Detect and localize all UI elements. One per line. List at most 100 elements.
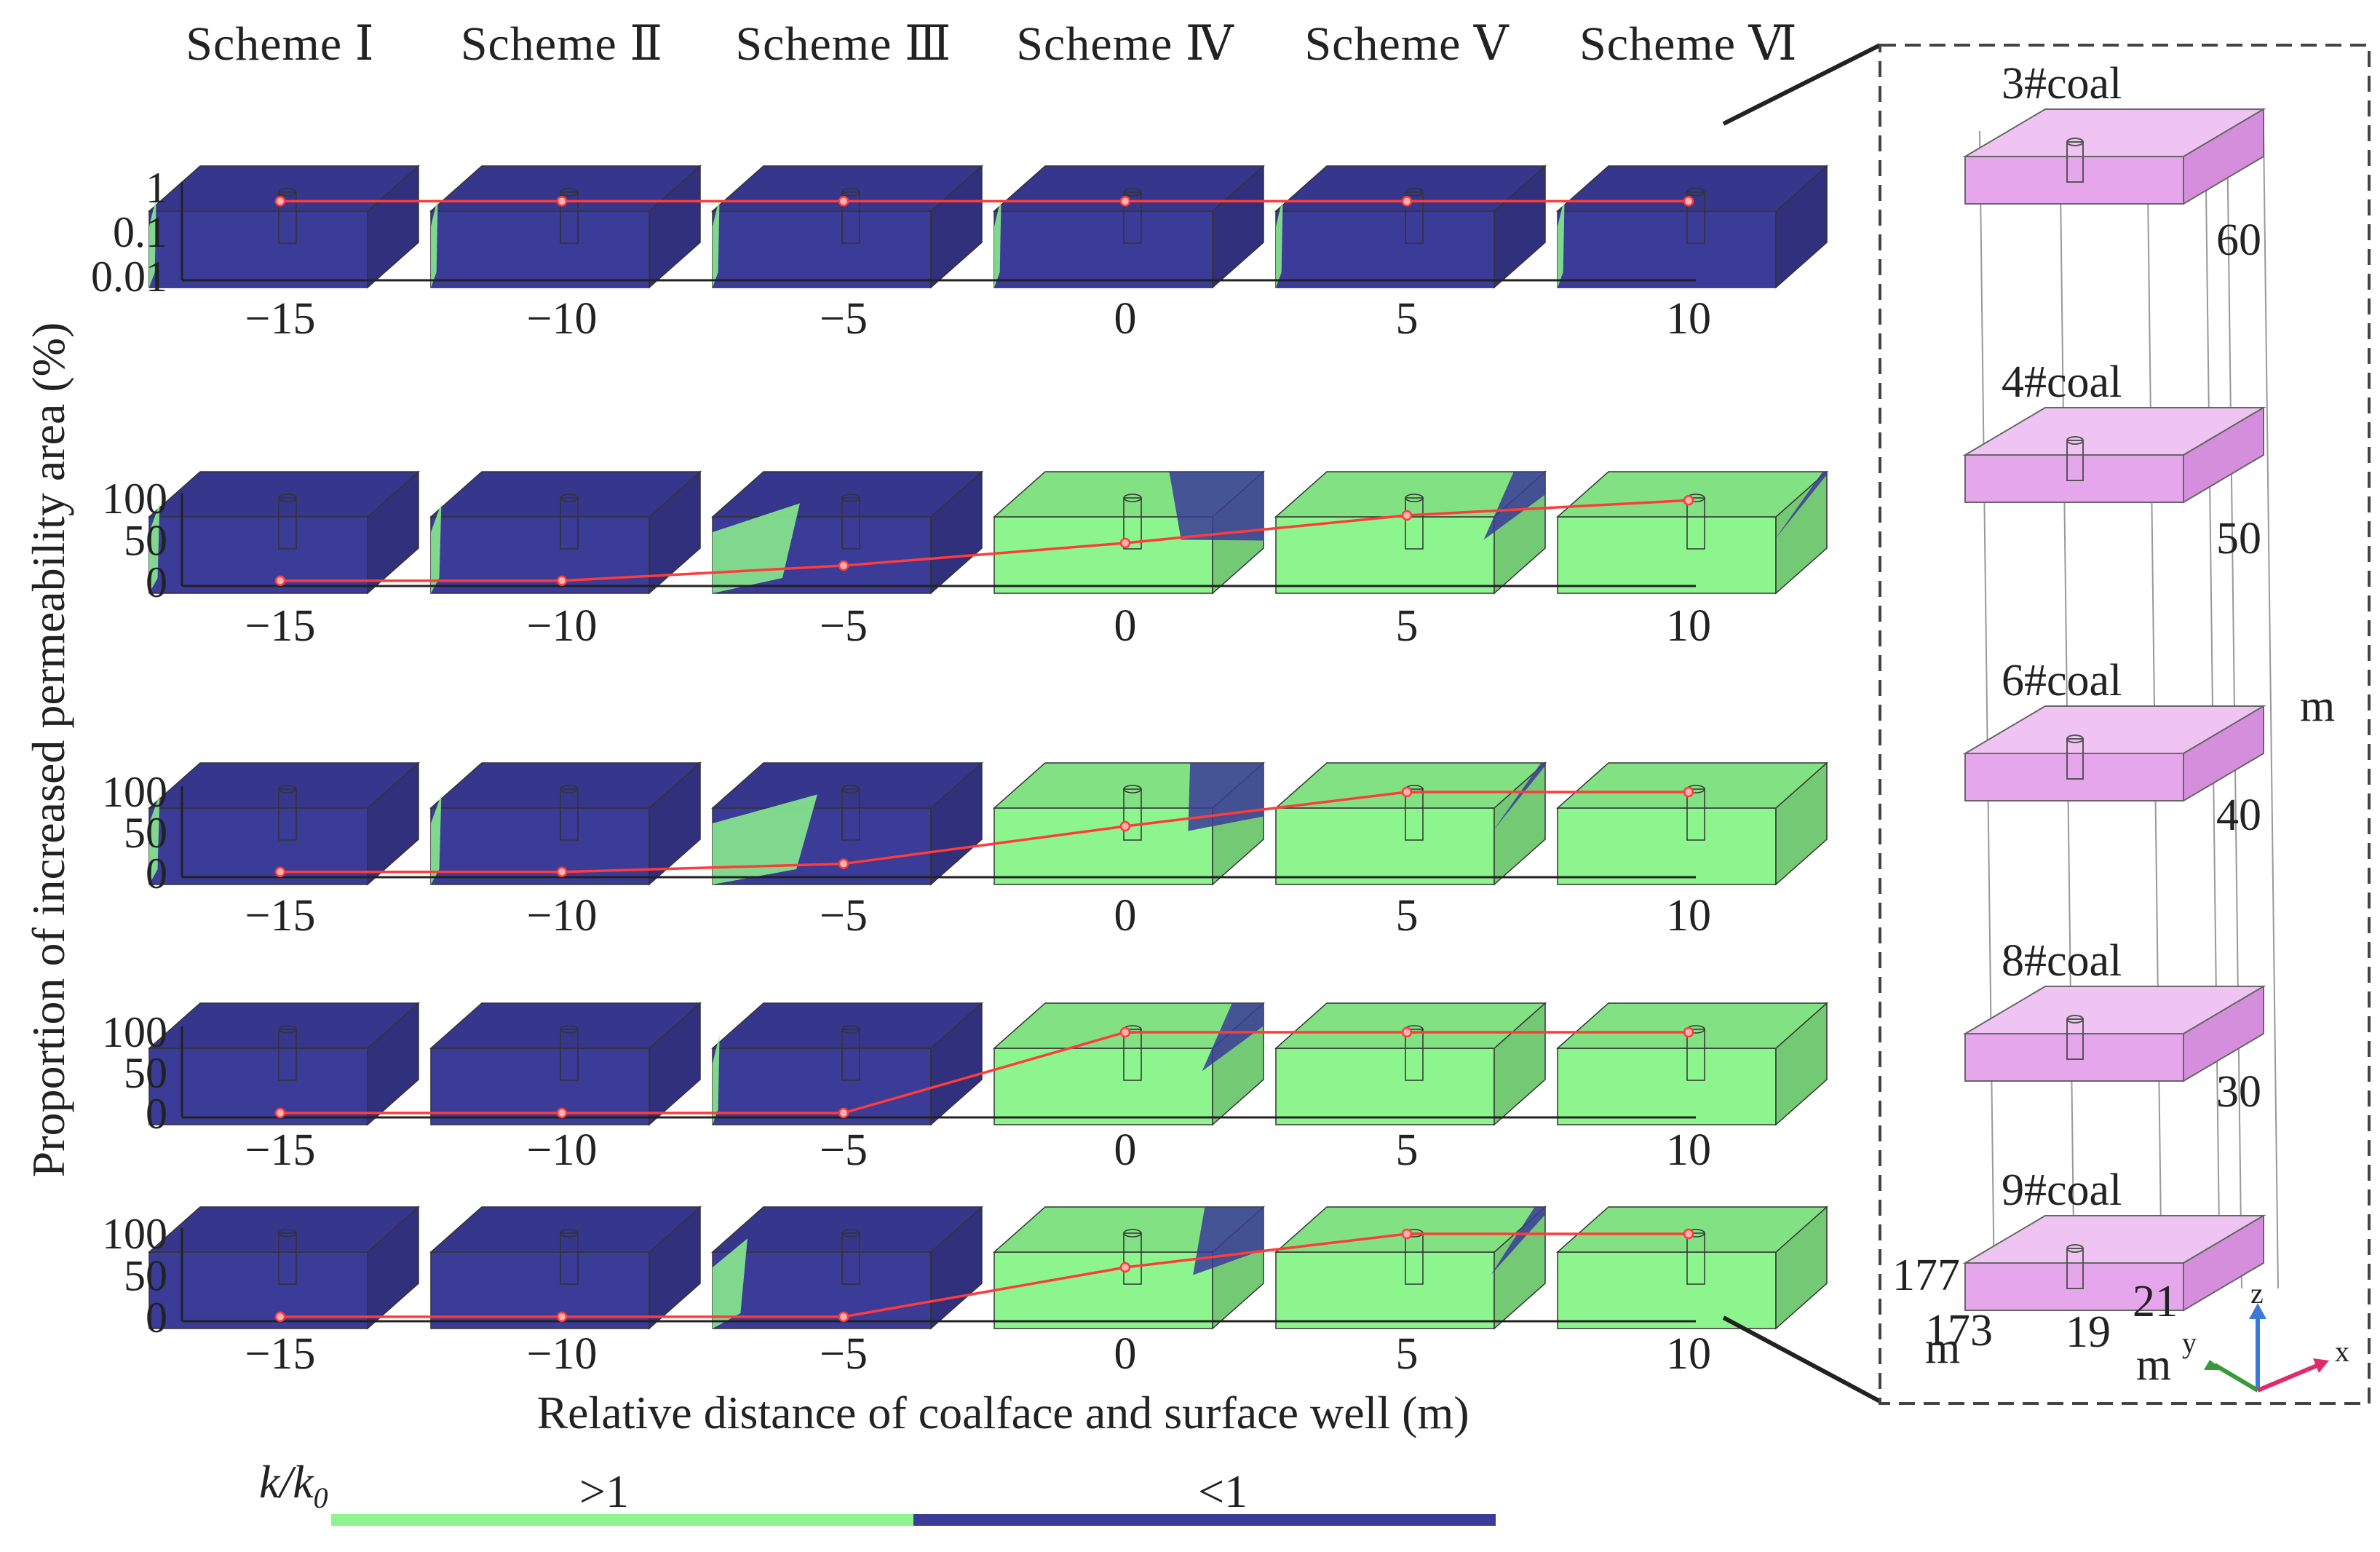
seam-well-cap [2066,436,2084,445]
well-cap [278,494,297,502]
x-tick-label-row3: −15 [245,891,316,941]
data-point-row2-col4 [1119,537,1131,549]
sim-box-row1-col6 [1556,165,1828,289]
x-tick-label-row4: −10 [527,1125,598,1175]
data-point-row3-col4 [1119,820,1131,832]
series-line-row-3 [280,791,1689,874]
y-tick-label-row3: 100 [102,768,167,816]
well-cylinder [841,191,860,244]
well-cylinder [278,1232,297,1285]
sim-box-row4-col6 [1556,1002,1828,1126]
sim-box-patch [713,1238,747,1329]
sim-box-front [993,210,1213,288]
scheme-label-5: Scheme Ⅴ [1304,17,1509,71]
sim-box-patch [1188,763,1264,831]
legend-decrease-swatch [913,1514,1496,1526]
well-cylinder [278,1029,297,1081]
well-cap [841,1229,860,1238]
seam-side [2183,985,2264,1082]
series-line-row-5 [280,1232,1689,1318]
data-point-row2-col6 [1683,495,1694,506]
sim-box-front [1275,1048,1495,1125]
data-point-row4-col3 [838,1107,849,1119]
seam-well [2066,440,2084,481]
base-label-b2: 21 [2133,1277,2178,1326]
seam-4#coal: 4#coal [1962,357,2266,504]
data-point-row2-col5 [1401,510,1413,521]
data-point-row4-col5 [1401,1026,1413,1038]
series-line-row-2 [280,499,1689,582]
seam-6#coal: 6#coal [1962,656,2266,802]
triad-x-axis [2256,1362,2322,1393]
well-cap [278,1025,297,1034]
connector-bottom [1722,1315,1881,1403]
seam-side [2183,705,2264,802]
sim-box-patch [1276,197,1283,288]
well-cylinder [1686,191,1705,244]
well-cap [1123,1229,1142,1238]
data-point-row1-col6 [1683,196,1694,207]
data-point-row3-col6 [1683,786,1694,798]
sim-box-row2-col3 [711,470,983,595]
sim-box-patch [149,794,160,884]
data-point-row5-col4 [1119,1262,1131,1273]
sim-box-row5-col2 [429,1205,702,1330]
well-cylinder [1123,191,1142,244]
well-cap [1123,494,1142,502]
sim-box-row1-col1 [148,165,420,289]
model-height-tick: 50 [2216,514,2261,563]
well-cylinder [1123,788,1142,841]
sim-box-front [1275,210,1495,288]
sim-box-patch [994,197,1001,288]
well-cap [560,1229,579,1238]
model-height-tick: 40 [2216,791,2261,840]
seam-side [2183,1214,2264,1312]
sim-box-row3-col6 [1556,761,1828,886]
triad-y-arrow [2204,1360,2224,1370]
data-point-row5-col6 [1683,1228,1694,1240]
sim-box-row1-col5 [1274,165,1547,289]
seam-label: 4#coal [2002,357,2122,407]
data-point-row1-col4 [1119,196,1131,207]
x-tick-label-row5: 5 [1396,1329,1419,1379]
seam-8#coal: 8#coal [1962,936,2266,1082]
well-cap [278,188,297,197]
well-cap [1686,188,1705,197]
seam-front [1964,1033,2184,1082]
x-tick-label-row3: −5 [820,891,868,941]
data-point-row5-col5 [1401,1228,1413,1240]
sim-box-patch [713,1034,720,1125]
x-tick-label-row3: −10 [527,891,598,941]
y-tick-label-row5: 0 [146,1294,167,1342]
data-point-row3-col2 [556,866,568,878]
seam-well-cap [2066,1244,2084,1253]
sim-box-row2-col4 [993,470,1265,595]
well-cylinder [841,1232,860,1285]
sim-box-row2-col1 [148,470,420,595]
well-cap [841,785,860,793]
sim-box-row5-col5 [1274,1205,1547,1330]
data-point-row5-col3 [838,1311,849,1323]
well-cylinder [1405,788,1424,841]
sim-box-front [1275,516,1495,594]
scheme-label-1: Scheme Ⅰ [186,17,375,71]
triad-x-arrow [2313,1358,2329,1373]
x-tick-label-row1: −10 [527,294,598,344]
sim-box-row5-col1 [148,1205,420,1330]
data-point-row3-col3 [838,858,849,869]
sim-box-front [1275,1251,1495,1329]
sim-box-front [1557,807,1777,885]
seam-label: 9#coal [2002,1165,2122,1215]
sim-box-row3-col4 [993,761,1265,886]
y-tick-label-row5: 100 [102,1210,167,1258]
seam-label: 3#coal [2002,59,2122,108]
seam-well [2066,738,2084,780]
sim-box-patch [1169,472,1264,541]
seam-well [2066,141,2084,183]
y-tick-label-row4: 50 [124,1049,167,1097]
